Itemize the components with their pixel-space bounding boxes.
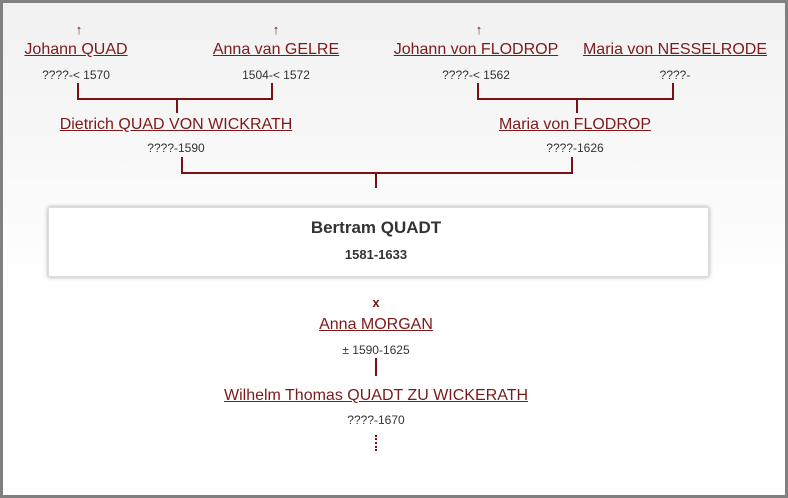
grandparent-link[interactable]: Maria von NESSELRODE	[582, 41, 768, 58]
more-descendants-icon[interactable]	[375, 435, 377, 451]
connector-line	[375, 172, 377, 188]
spouse-link[interactable]: Anna MORGAN	[319, 316, 433, 333]
grandparent-dates: ????-< 1570	[42, 68, 110, 82]
child-dates: ????-1670	[347, 413, 405, 427]
grandparent-link[interactable]: Johann QUAD	[24, 41, 128, 58]
connector-line	[375, 358, 377, 376]
connector-line	[672, 83, 674, 99]
connector-line	[571, 157, 573, 174]
connector-line	[181, 157, 183, 174]
subject-dates: 1581-1633	[344, 247, 408, 262]
parent-dates: ????-1626	[546, 141, 604, 155]
connector-line	[176, 98, 178, 113]
connector-line	[477, 83, 479, 99]
parent-link[interactable]: Dietrich QUAD VON WICKRATH	[59, 116, 293, 133]
connector-line	[477, 98, 674, 100]
grandparent-link[interactable]: Anna van GELRE	[212, 41, 340, 58]
subject-name: Bertram QUADT	[310, 218, 442, 237]
ancestors-arrow-icon[interactable]: ↑	[475, 22, 483, 37]
connector-line	[271, 83, 273, 99]
marriage-marker: x	[372, 295, 380, 310]
parent-dates: ????-1590	[147, 141, 205, 155]
parent-link[interactable]: Maria von FLODROP	[498, 116, 652, 133]
child-link[interactable]: Wilhelm Thomas QUADT ZU WICKERATH	[223, 387, 529, 404]
grandparent-dates: 1504-< 1572	[242, 68, 310, 82]
connector-line	[181, 172, 573, 174]
subject-card	[48, 207, 709, 277]
ancestors-arrow-icon[interactable]: ↑	[75, 22, 83, 37]
grandparent-dates: ????-< 1562	[442, 68, 510, 82]
ancestors-arrow-icon[interactable]: ↑	[272, 22, 280, 37]
grandparent-dates: ????-	[659, 68, 691, 82]
spouse-dates: ± 1590-1625	[342, 343, 410, 357]
connector-line	[576, 98, 578, 113]
connector-line	[77, 98, 273, 100]
grandparent-link[interactable]: Johann von FLODROP	[393, 41, 559, 58]
connector-line	[77, 83, 79, 99]
